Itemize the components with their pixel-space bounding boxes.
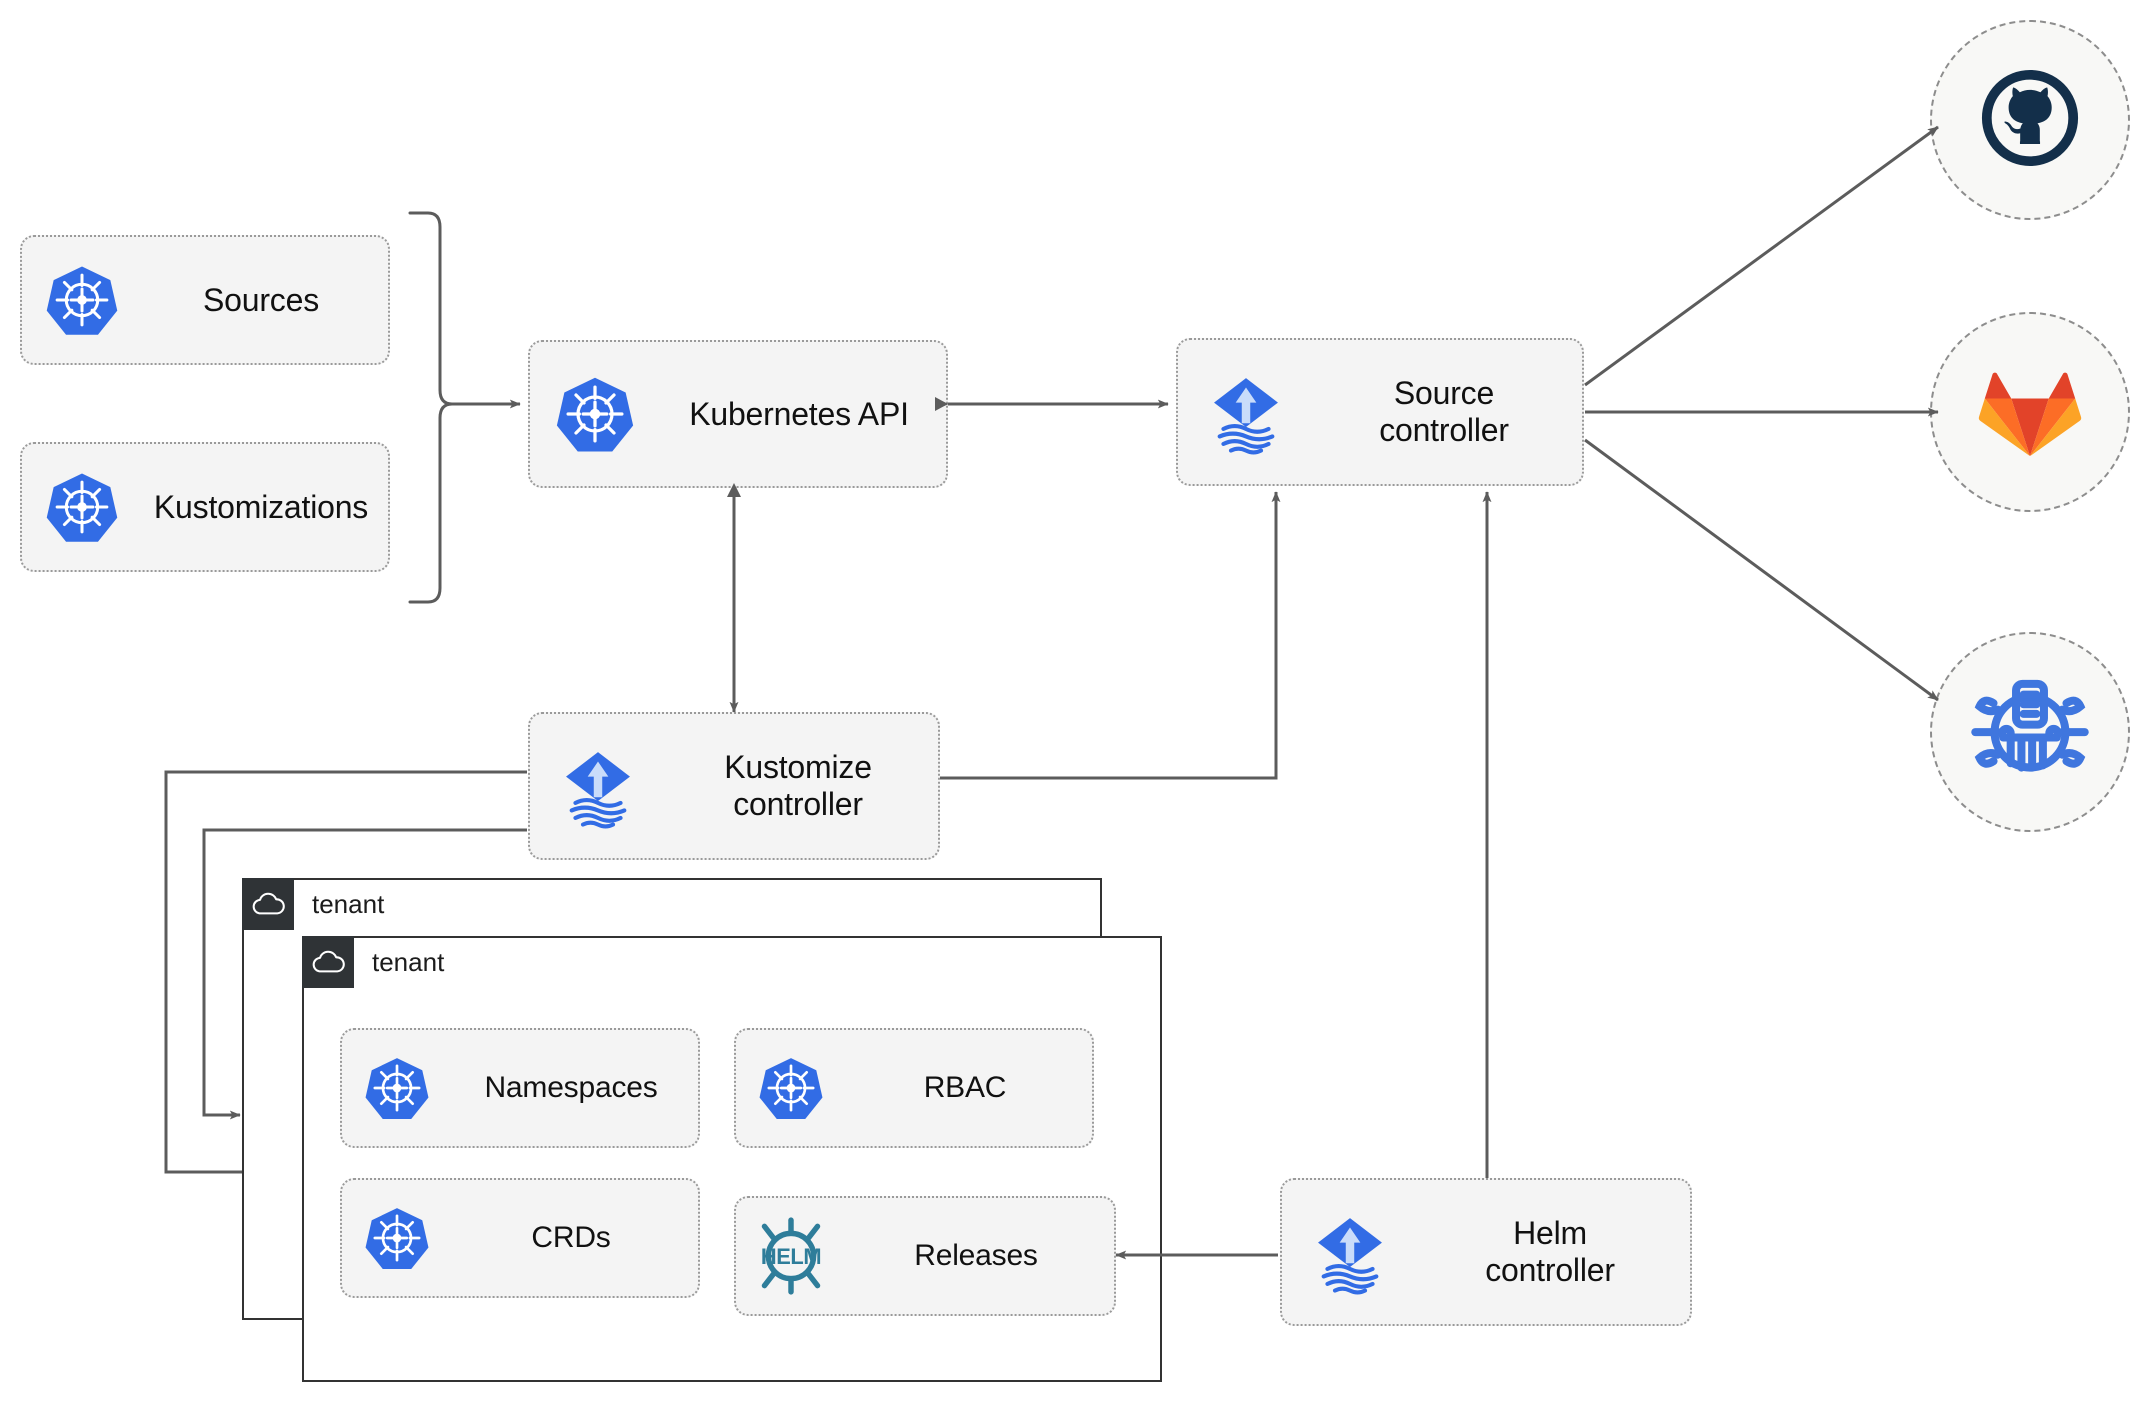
- node-label: Kubernetes API: [689, 395, 909, 432]
- provider-gitlab[interactable]: [1930, 312, 2130, 512]
- node-label: Releases: [914, 1238, 1038, 1272]
- node-kustomize-controller[interactable]: Kustomize controller: [528, 712, 940, 860]
- provider-registry[interactable]: [1930, 632, 2130, 832]
- node-label: CRDs: [531, 1220, 611, 1254]
- node-label: Kustomize controller: [724, 749, 872, 822]
- node-namespaces[interactable]: Namespaces: [340, 1028, 700, 1148]
- brace-resources: [408, 211, 453, 604]
- tenant-outer-header: tenant: [242, 878, 384, 930]
- node-helm-controller[interactable]: Helm controller: [1280, 1178, 1692, 1326]
- node-label: Source controller: [1379, 375, 1509, 448]
- kubernetes-icon: [736, 1055, 846, 1121]
- flux-icon: [530, 739, 666, 833]
- node-label: Helm controller: [1485, 1215, 1615, 1288]
- node-label: Kustomizations: [153, 488, 369, 525]
- node-releases[interactable]: HELM Releases: [734, 1196, 1116, 1316]
- node-crds[interactable]: CRDs: [340, 1178, 700, 1298]
- edge-source-to-github: [1584, 125, 1939, 387]
- kubernetes-icon: [22, 470, 142, 544]
- node-label: RBAC: [923, 1070, 1007, 1104]
- cloud-icon: [302, 936, 354, 988]
- svg-text:HELM: HELM: [761, 1244, 821, 1269]
- node-source-controller[interactable]: Source controller: [1176, 338, 1584, 486]
- tenant-title: tenant: [372, 946, 445, 977]
- tenant-title: tenant: [312, 888, 385, 919]
- kubernetes-icon: [22, 263, 142, 337]
- cloud-icon: [242, 878, 294, 930]
- edge-kustomize-to-source-controller: [940, 491, 1281, 780]
- node-label: Sources: [203, 281, 319, 318]
- flux-icon: [1282, 1205, 1418, 1299]
- helm-registry-icon: [1971, 671, 2089, 794]
- provider-github[interactable]: [1930, 20, 2130, 220]
- node-kustomizations[interactable]: Kustomizations: [20, 442, 390, 572]
- github-icon: [1976, 64, 2084, 177]
- gitlab-icon: [1977, 360, 2083, 465]
- kubernetes-icon: [342, 1205, 452, 1271]
- node-sources[interactable]: Sources: [20, 235, 390, 365]
- kubernetes-icon: [342, 1055, 452, 1121]
- node-label: Namespaces: [484, 1070, 658, 1104]
- tenant-inner-header: tenant: [302, 936, 444, 988]
- node-kubernetes-api[interactable]: Kubernetes API: [528, 340, 948, 488]
- edge-source-to-registry: [1584, 438, 1939, 702]
- node-rbac[interactable]: RBAC: [734, 1028, 1094, 1148]
- kubernetes-icon: [530, 374, 660, 454]
- flux-icon: [1178, 365, 1314, 459]
- helm-icon: HELM: [736, 1217, 846, 1295]
